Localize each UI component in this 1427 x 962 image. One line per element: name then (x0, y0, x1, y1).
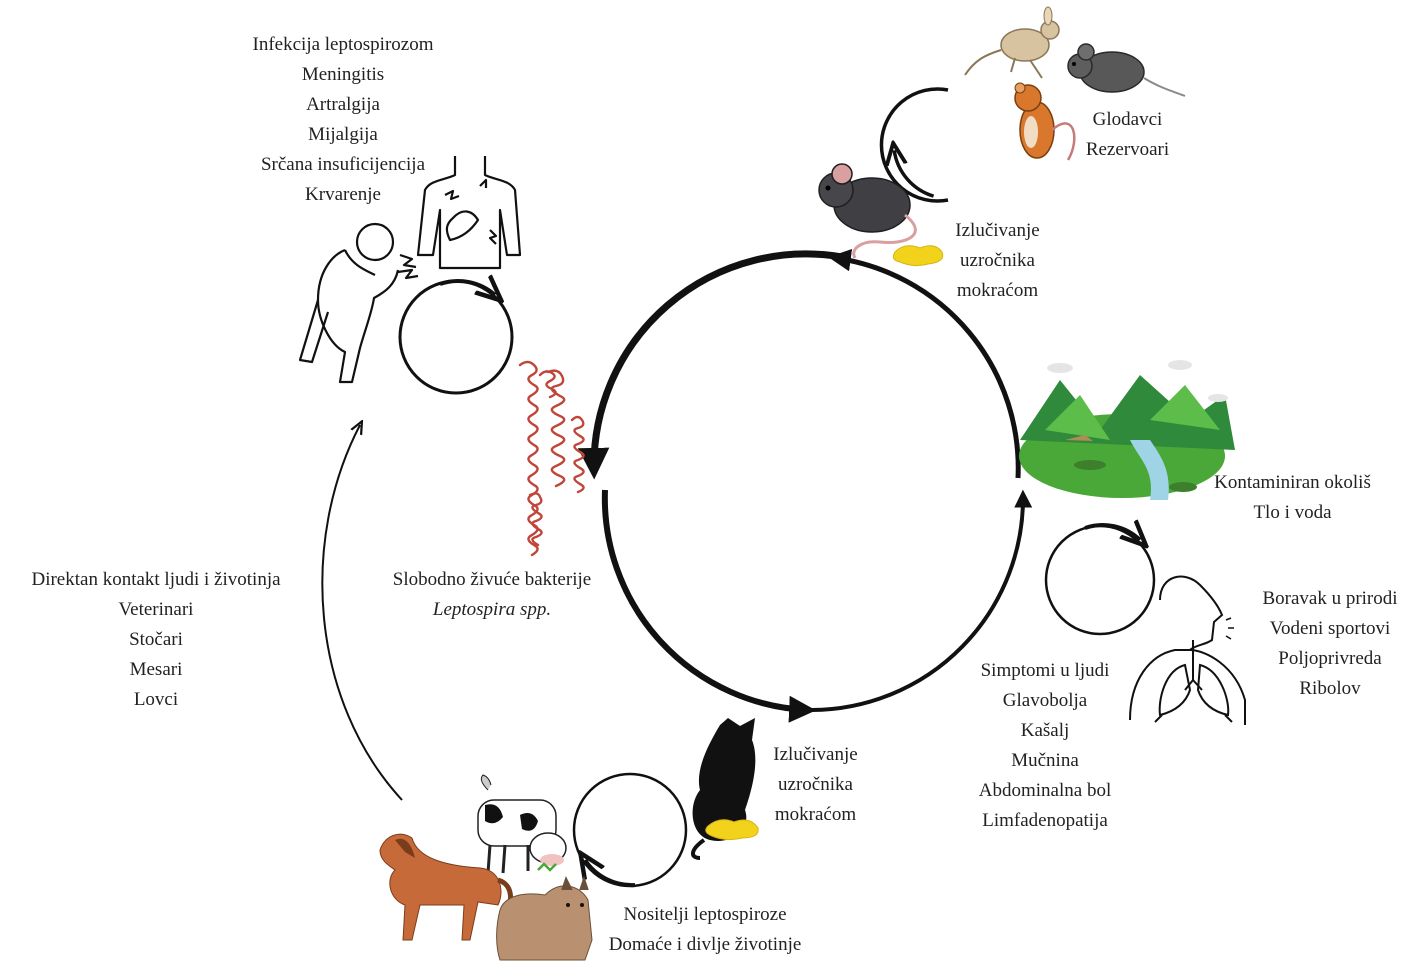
bacteria-label: Slobodno živuće bakterije Leptospira spp… (372, 565, 612, 625)
excretion-bottom-label: Izlučivanje uzročnika mokraćom (758, 740, 873, 830)
symptoms-severe-label: Infekcija leptospirozom Meningitis Artra… (238, 30, 448, 210)
lungs-icon (1130, 577, 1245, 725)
rodents-label: Glodavci Rezervoari (1070, 105, 1185, 165)
excretion-top-label: Izlučivanje uzročnika mokraćom (940, 216, 1055, 306)
direct-contact-label: Direktan kontakt ljudi i životinja Veter… (6, 565, 306, 715)
small-loop-exposure (1046, 525, 1154, 634)
cycle-arrow-rat-to-bacteria (594, 254, 842, 470)
leptospira-bacteria-icon (520, 362, 584, 555)
urine-puddle-top (893, 246, 942, 266)
environment-label: Kontaminiran okoliš Tlo i voda (1195, 468, 1390, 528)
carriers-label: Nositelji leptospiroze Domaće i divlje ž… (590, 900, 820, 960)
small-loop-carriers (574, 774, 686, 886)
cycle-arrow-bacteria-to-cat (605, 490, 808, 710)
rat-icon (819, 164, 915, 258)
main-cycle (594, 254, 1023, 710)
livestock-icon (380, 775, 592, 960)
symptoms-mild-label: Simptomi u ljudi Glavobolja Kašalj Mučni… (955, 656, 1135, 836)
exposure-label: Boravak u prirodi Vodeni sportovi Poljop… (1245, 584, 1415, 704)
small-loop-human (400, 281, 512, 393)
urine-puddle-bottom (706, 820, 758, 840)
sick-person-icon (300, 224, 418, 382)
